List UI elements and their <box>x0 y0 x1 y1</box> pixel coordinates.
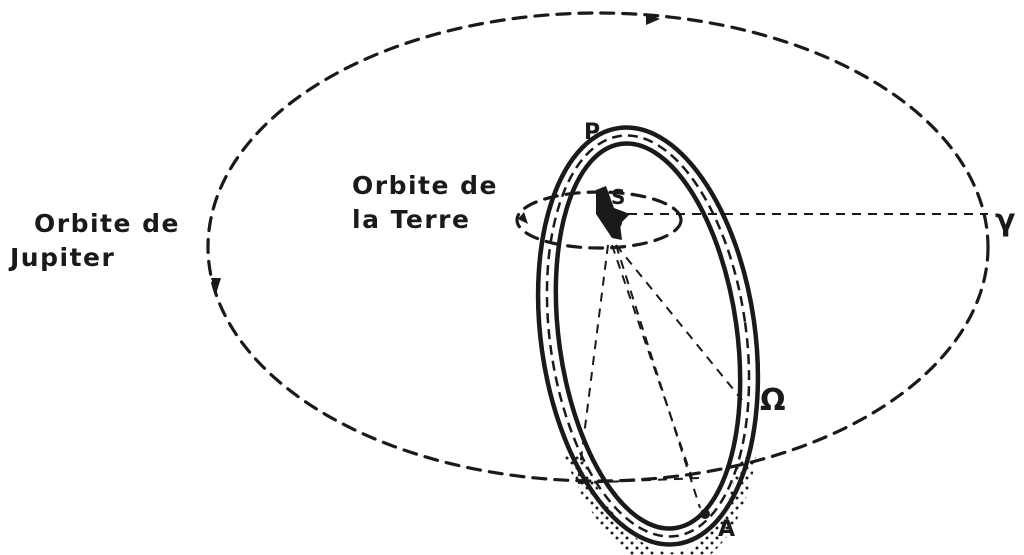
comet-orbit-inner <box>553 141 743 531</box>
comet-orbit <box>535 125 761 547</box>
comet-orbit-track <box>545 134 751 538</box>
jupiter-orbit-arrow-top <box>646 13 660 25</box>
node-line <box>577 477 701 484</box>
jupiter-orbit-label-line1: Orbite de <box>34 209 180 238</box>
sun-to-aphelion-2 <box>611 244 693 479</box>
comet-orbit-outer <box>535 125 761 547</box>
sun-body <box>596 186 630 240</box>
sun-to-aphelion-1 <box>615 244 701 509</box>
jupiter-orbit-label-line2: Jupiter <box>8 243 115 272</box>
jupiter-orbit <box>206 11 990 483</box>
aphelion-stipple <box>564 455 757 555</box>
ascending-node-label: Ω <box>760 383 786 418</box>
sun-core <box>606 214 622 230</box>
earth-orbit-label-line1: Orbite de <box>352 171 498 200</box>
sun-to-node <box>615 244 743 401</box>
sun <box>596 186 630 240</box>
vernal-point-label: γ <box>995 203 1015 238</box>
sun-to-node-2 <box>577 244 609 484</box>
perihelion-label: P <box>584 120 600 145</box>
aphelion-label: A <box>718 517 735 542</box>
sun-label: S <box>611 185 625 209</box>
aphelion-point <box>700 509 710 519</box>
earth-orbit-label-line2: la Terre <box>352 205 470 234</box>
earth-orbit-arrow <box>518 212 528 224</box>
jupiter-orbit-arrow-left <box>211 278 221 294</box>
